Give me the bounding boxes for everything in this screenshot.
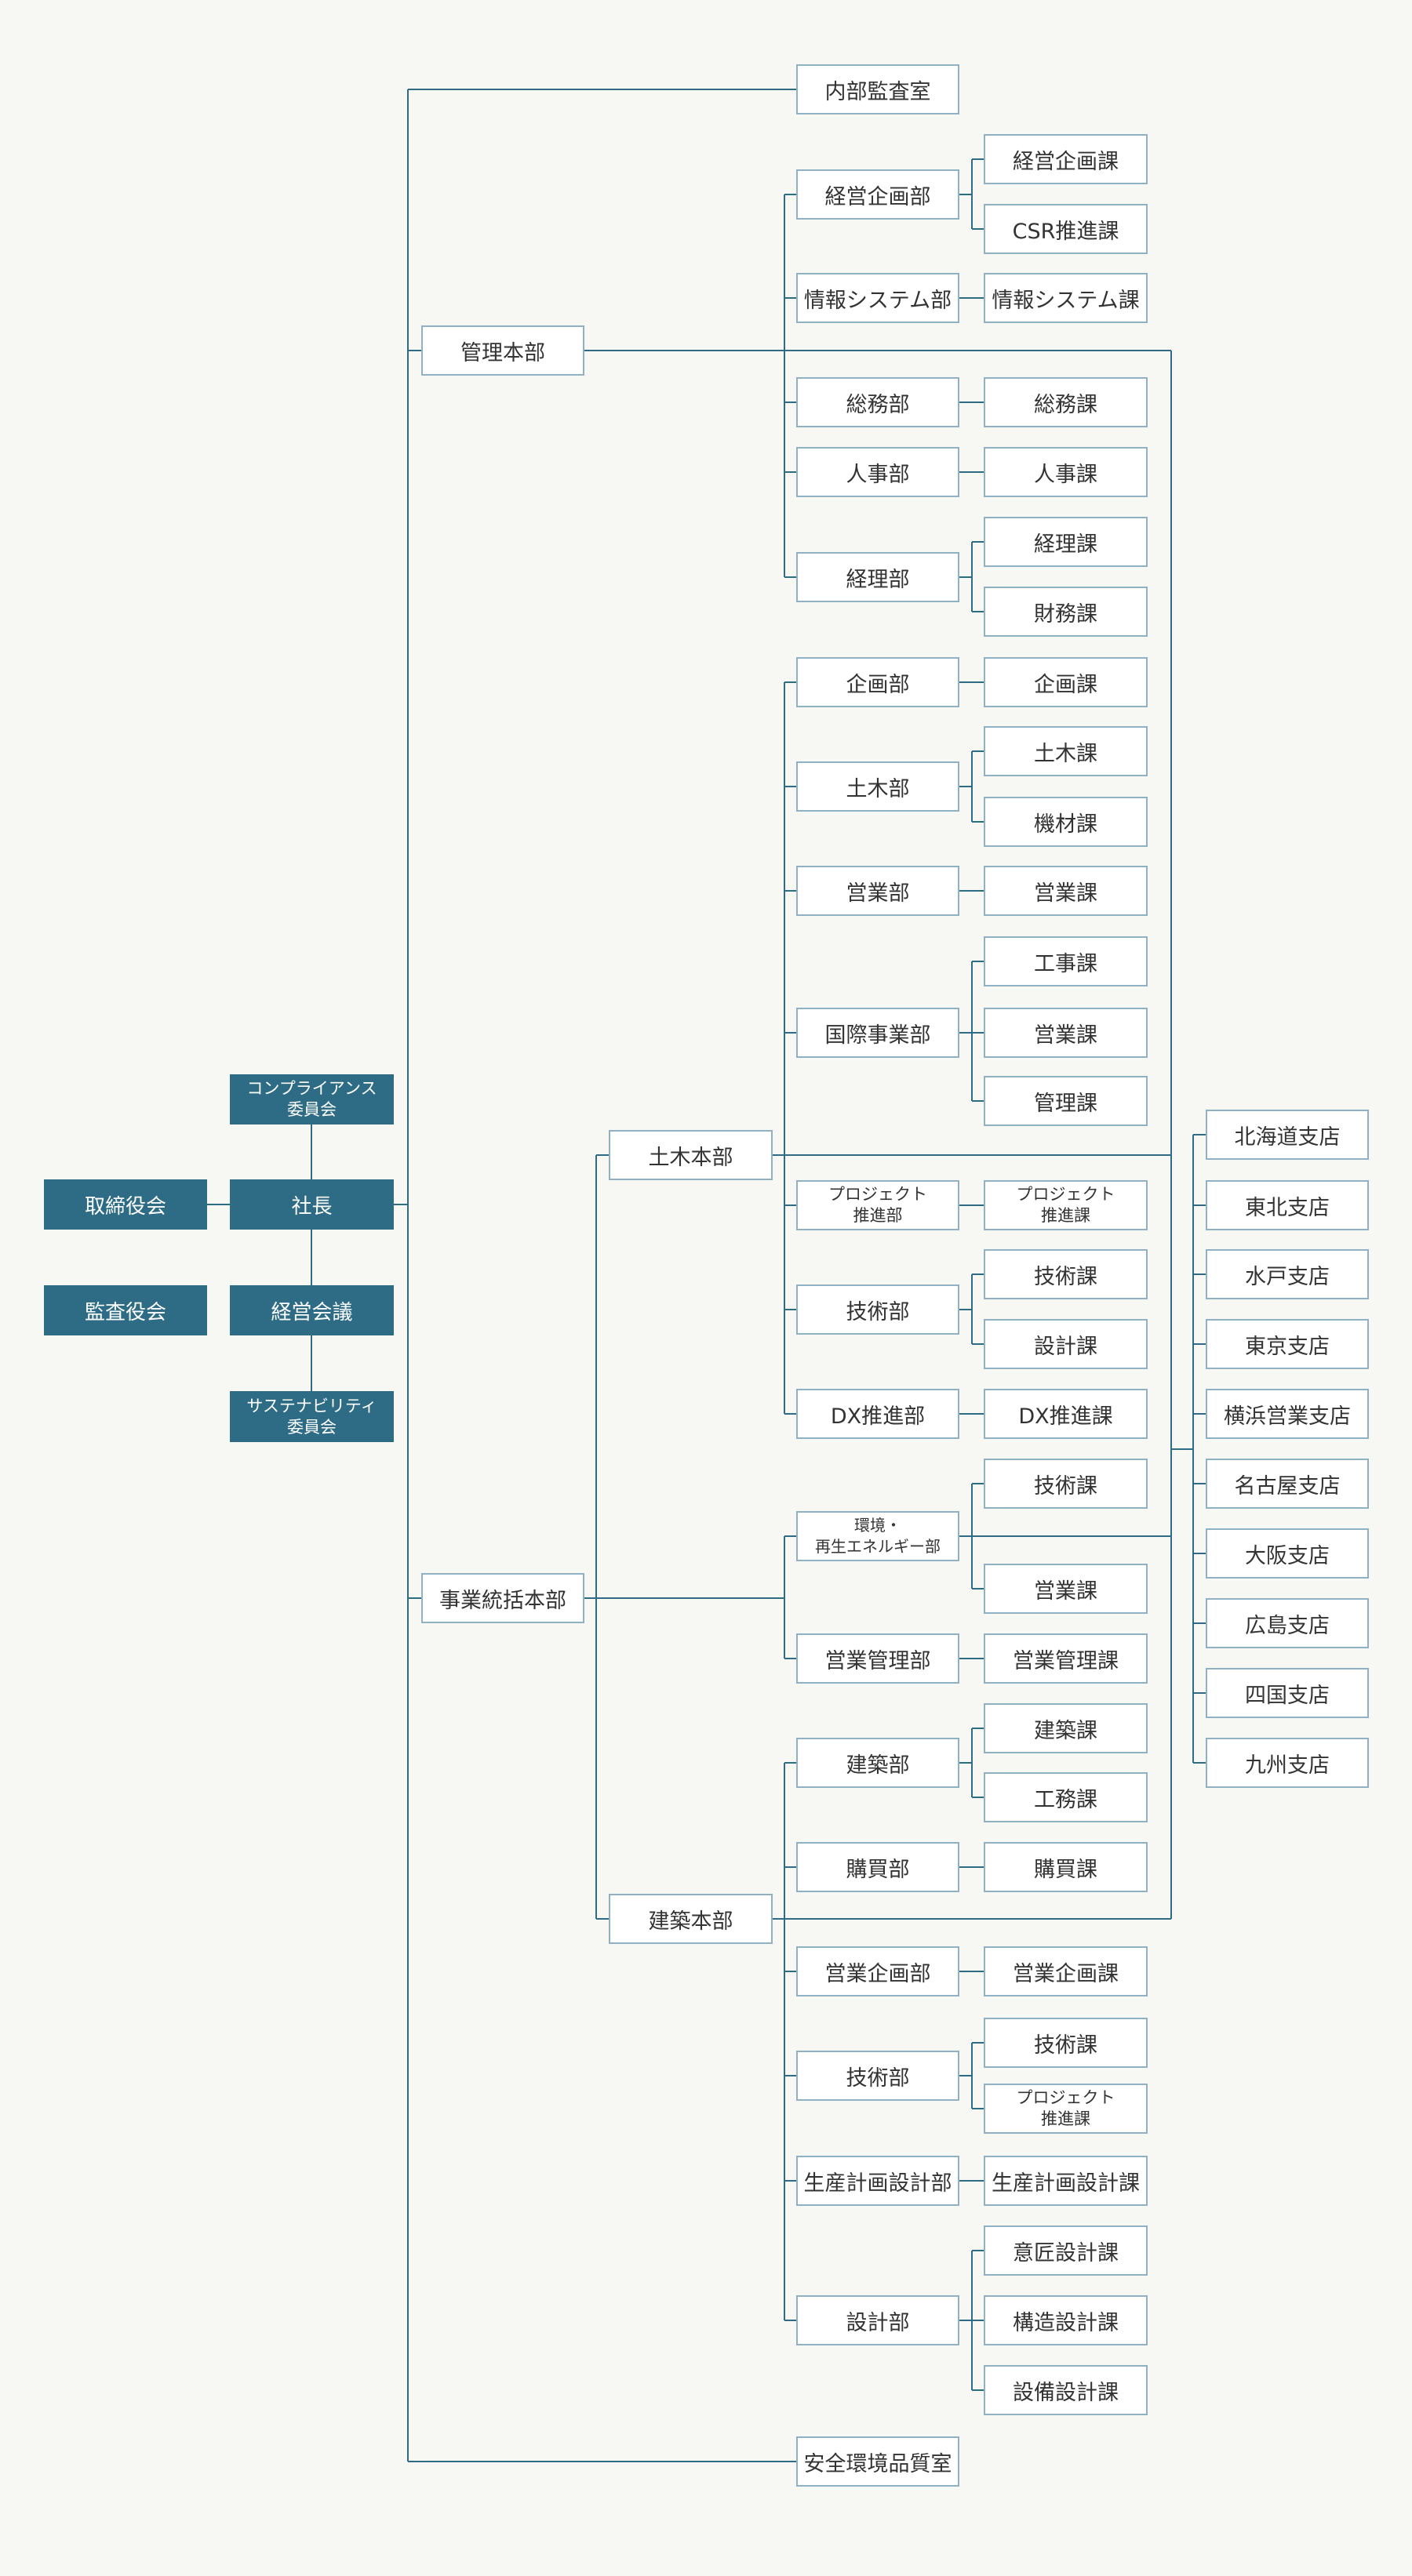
building-engineering-dept: 技術部 — [796, 2051, 959, 2101]
architecture-hq: 建築本部 — [609, 1894, 773, 1944]
production-planning-section: 生産計画設計課 — [984, 2156, 1148, 2206]
branch-office: 四国支店 — [1206, 1668, 1369, 1718]
sustainability-committee: サステナビリティ 委員会 — [230, 1391, 394, 1442]
branch-office: 広島支店 — [1206, 1598, 1369, 1648]
sales-planning-section: 営業企画課 — [984, 1946, 1148, 1996]
dx-dept: DX推進部 — [796, 1389, 959, 1439]
compliance-committee: コンプライアンス 委員会 — [230, 1074, 394, 1125]
board-of-directors: 取締役会 — [44, 1179, 207, 1230]
env-sales-section: 営業課 — [984, 1564, 1148, 1614]
intl-sales-section: 営業課 — [984, 1008, 1148, 1058]
branch-office: 水戸支店 — [1206, 1249, 1369, 1299]
branch-office: 東北支店 — [1206, 1180, 1369, 1230]
branch-office: 横浜営業支店 — [1206, 1389, 1369, 1439]
building-section: 建築課 — [984, 1703, 1148, 1753]
sales-dept: 営業部 — [796, 866, 959, 916]
civil-dept: 土木部 — [796, 761, 959, 812]
branch-office: 名古屋支店 — [1206, 1459, 1369, 1509]
civil-engineering-hq: 土木本部 — [609, 1130, 773, 1180]
planning-dept: 企画部 — [796, 657, 959, 707]
corporate-planning-section: 経営企画課 — [984, 134, 1148, 184]
planning-section: 企画課 — [984, 657, 1148, 707]
corporate-planning-dept: 経営企画部 — [796, 169, 959, 220]
construction-section: 工事課 — [984, 936, 1148, 986]
design-section: 設計課 — [984, 1319, 1148, 1369]
hr-section: 人事課 — [984, 447, 1148, 497]
environment-energy-dept: 環境・ 再生エネルギー部 — [796, 1511, 959, 1561]
branch-office: 東京支店 — [1206, 1319, 1369, 1369]
purchasing-dept: 購買部 — [796, 1842, 959, 1892]
info-systems-section: 情報システム課 — [984, 273, 1148, 323]
business-hq: 事業統括本部 — [421, 1573, 584, 1623]
sales-management-section: 営業管理課 — [984, 1633, 1148, 1684]
structural-design-section: 構造設計課 — [984, 2295, 1148, 2345]
design-dept: 設計部 — [796, 2295, 959, 2345]
engineering-section: 技術課 — [984, 1249, 1148, 1299]
info-systems-dept: 情報システム部 — [796, 273, 959, 323]
architectural-design-section: 意匠設計課 — [984, 2225, 1148, 2276]
management-section: 管理課 — [984, 1076, 1148, 1126]
building-project-section: プロジェクト 推進課 — [984, 2084, 1148, 2134]
production-planning-dept: 生産計画設計部 — [796, 2156, 959, 2206]
general-affairs-dept: 総務部 — [796, 377, 959, 427]
sales-planning-dept: 営業企画部 — [796, 1946, 959, 1996]
finance-section: 財務課 — [984, 587, 1148, 637]
branch-office: 九州支店 — [1206, 1738, 1369, 1788]
accounting-dept: 経理部 — [796, 552, 959, 602]
equipment-section: 機材課 — [984, 797, 1148, 847]
dx-section: DX推進課 — [984, 1389, 1148, 1439]
international-dept: 国際事業部 — [796, 1008, 959, 1058]
works-section: 工務課 — [984, 1772, 1148, 1822]
civil-section: 土木課 — [984, 726, 1148, 776]
building-engineering-section: 技術課 — [984, 2018, 1148, 2068]
mep-design-section: 設備設計課 — [984, 2365, 1148, 2415]
administration-hq: 管理本部 — [421, 325, 584, 376]
safety-quality-office: 安全環境品質室 — [796, 2436, 959, 2487]
general-affairs-section: 総務課 — [984, 377, 1148, 427]
president: 社長 — [230, 1179, 394, 1230]
management-meeting: 経営会議 — [230, 1285, 394, 1335]
project-promotion-section: プロジェクト 推進課 — [984, 1180, 1148, 1230]
hr-dept: 人事部 — [796, 447, 959, 497]
engineering-dept: 技術部 — [796, 1284, 959, 1335]
project-promotion-dept: プロジェクト 推進部 — [796, 1180, 959, 1230]
csr-section: CSR推進課 — [984, 204, 1148, 254]
audit-board: 監査役会 — [44, 1285, 207, 1335]
sales-management-dept: 営業管理部 — [796, 1633, 959, 1684]
internal-audit-office: 内部監査室 — [796, 64, 959, 114]
sales-section: 営業課 — [984, 866, 1148, 916]
purchasing-section: 購買課 — [984, 1842, 1148, 1892]
env-engineering-section: 技術課 — [984, 1459, 1148, 1509]
building-dept: 建築部 — [796, 1738, 959, 1788]
accounting-section: 経理課 — [984, 517, 1148, 567]
branch-office: 北海道支店 — [1206, 1110, 1369, 1160]
branch-office: 大阪支店 — [1206, 1528, 1369, 1579]
